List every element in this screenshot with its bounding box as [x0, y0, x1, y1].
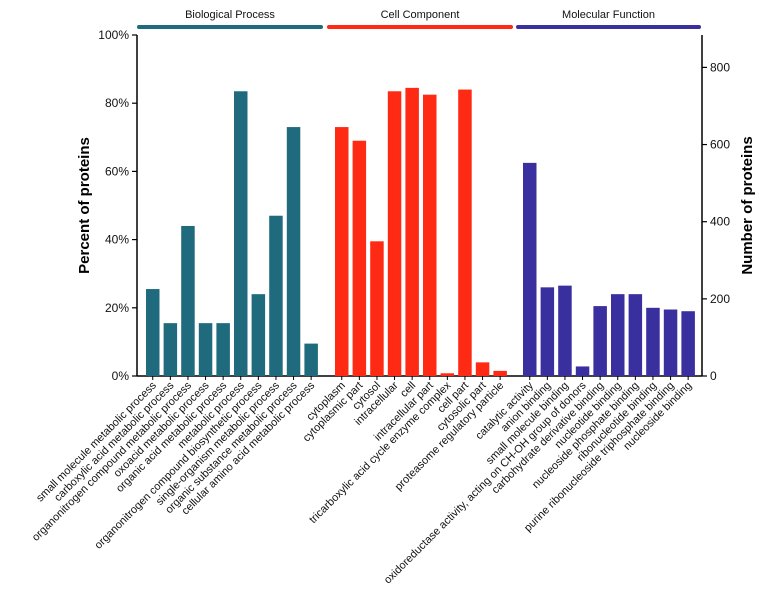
left-tick-label: 0%: [112, 369, 130, 383]
bar: [663, 309, 678, 376]
bar: [493, 370, 507, 376]
bar: [269, 215, 283, 376]
bar: [575, 366, 590, 376]
bar: [163, 323, 178, 376]
left-tick-label: 100%: [98, 28, 129, 42]
bar: [251, 294, 266, 376]
bar: [458, 89, 472, 376]
right-tick-label: 800: [710, 60, 730, 74]
bar: [646, 307, 660, 376]
right-tick-label: 600: [710, 138, 730, 152]
bar: [216, 323, 230, 376]
left-tick-label: 40%: [105, 233, 129, 247]
bar: [405, 87, 419, 376]
right-tick-label: 0: [710, 369, 717, 383]
left-axis-title: Percent of proteins: [76, 137, 93, 274]
bar: [181, 225, 195, 376]
bar: [681, 311, 695, 376]
bar: [387, 91, 402, 376]
bar: [523, 162, 537, 376]
bar: [234, 91, 248, 376]
category-label: organonitrogen compound metabolic proces…: [30, 379, 194, 543]
left-tick-label: 60%: [105, 164, 129, 178]
group-header-label: Biological Process: [185, 9, 275, 21]
left-tick-label: 80%: [105, 96, 129, 110]
bar: [198, 323, 213, 376]
group-header-label: Cell Component: [381, 9, 460, 21]
right-tick-label: 200: [710, 292, 730, 306]
group-header-label: Molecular Function: [562, 9, 655, 21]
bar: [335, 127, 349, 376]
bar: [286, 127, 301, 376]
bar: [304, 343, 318, 376]
bar: [540, 287, 555, 376]
right-tick-label: 400: [710, 215, 730, 229]
right-axis-title: Number of proteins: [739, 136, 756, 274]
bar: [423, 94, 437, 377]
left-tick-label: 20%: [105, 301, 129, 315]
bar: [611, 294, 625, 376]
bar: [593, 306, 607, 376]
bar: [475, 362, 490, 376]
bar: [146, 289, 160, 376]
bar: [558, 285, 572, 376]
bar: [628, 294, 643, 376]
bar: [440, 373, 455, 376]
bar: [370, 241, 384, 376]
bar: [352, 140, 367, 376]
